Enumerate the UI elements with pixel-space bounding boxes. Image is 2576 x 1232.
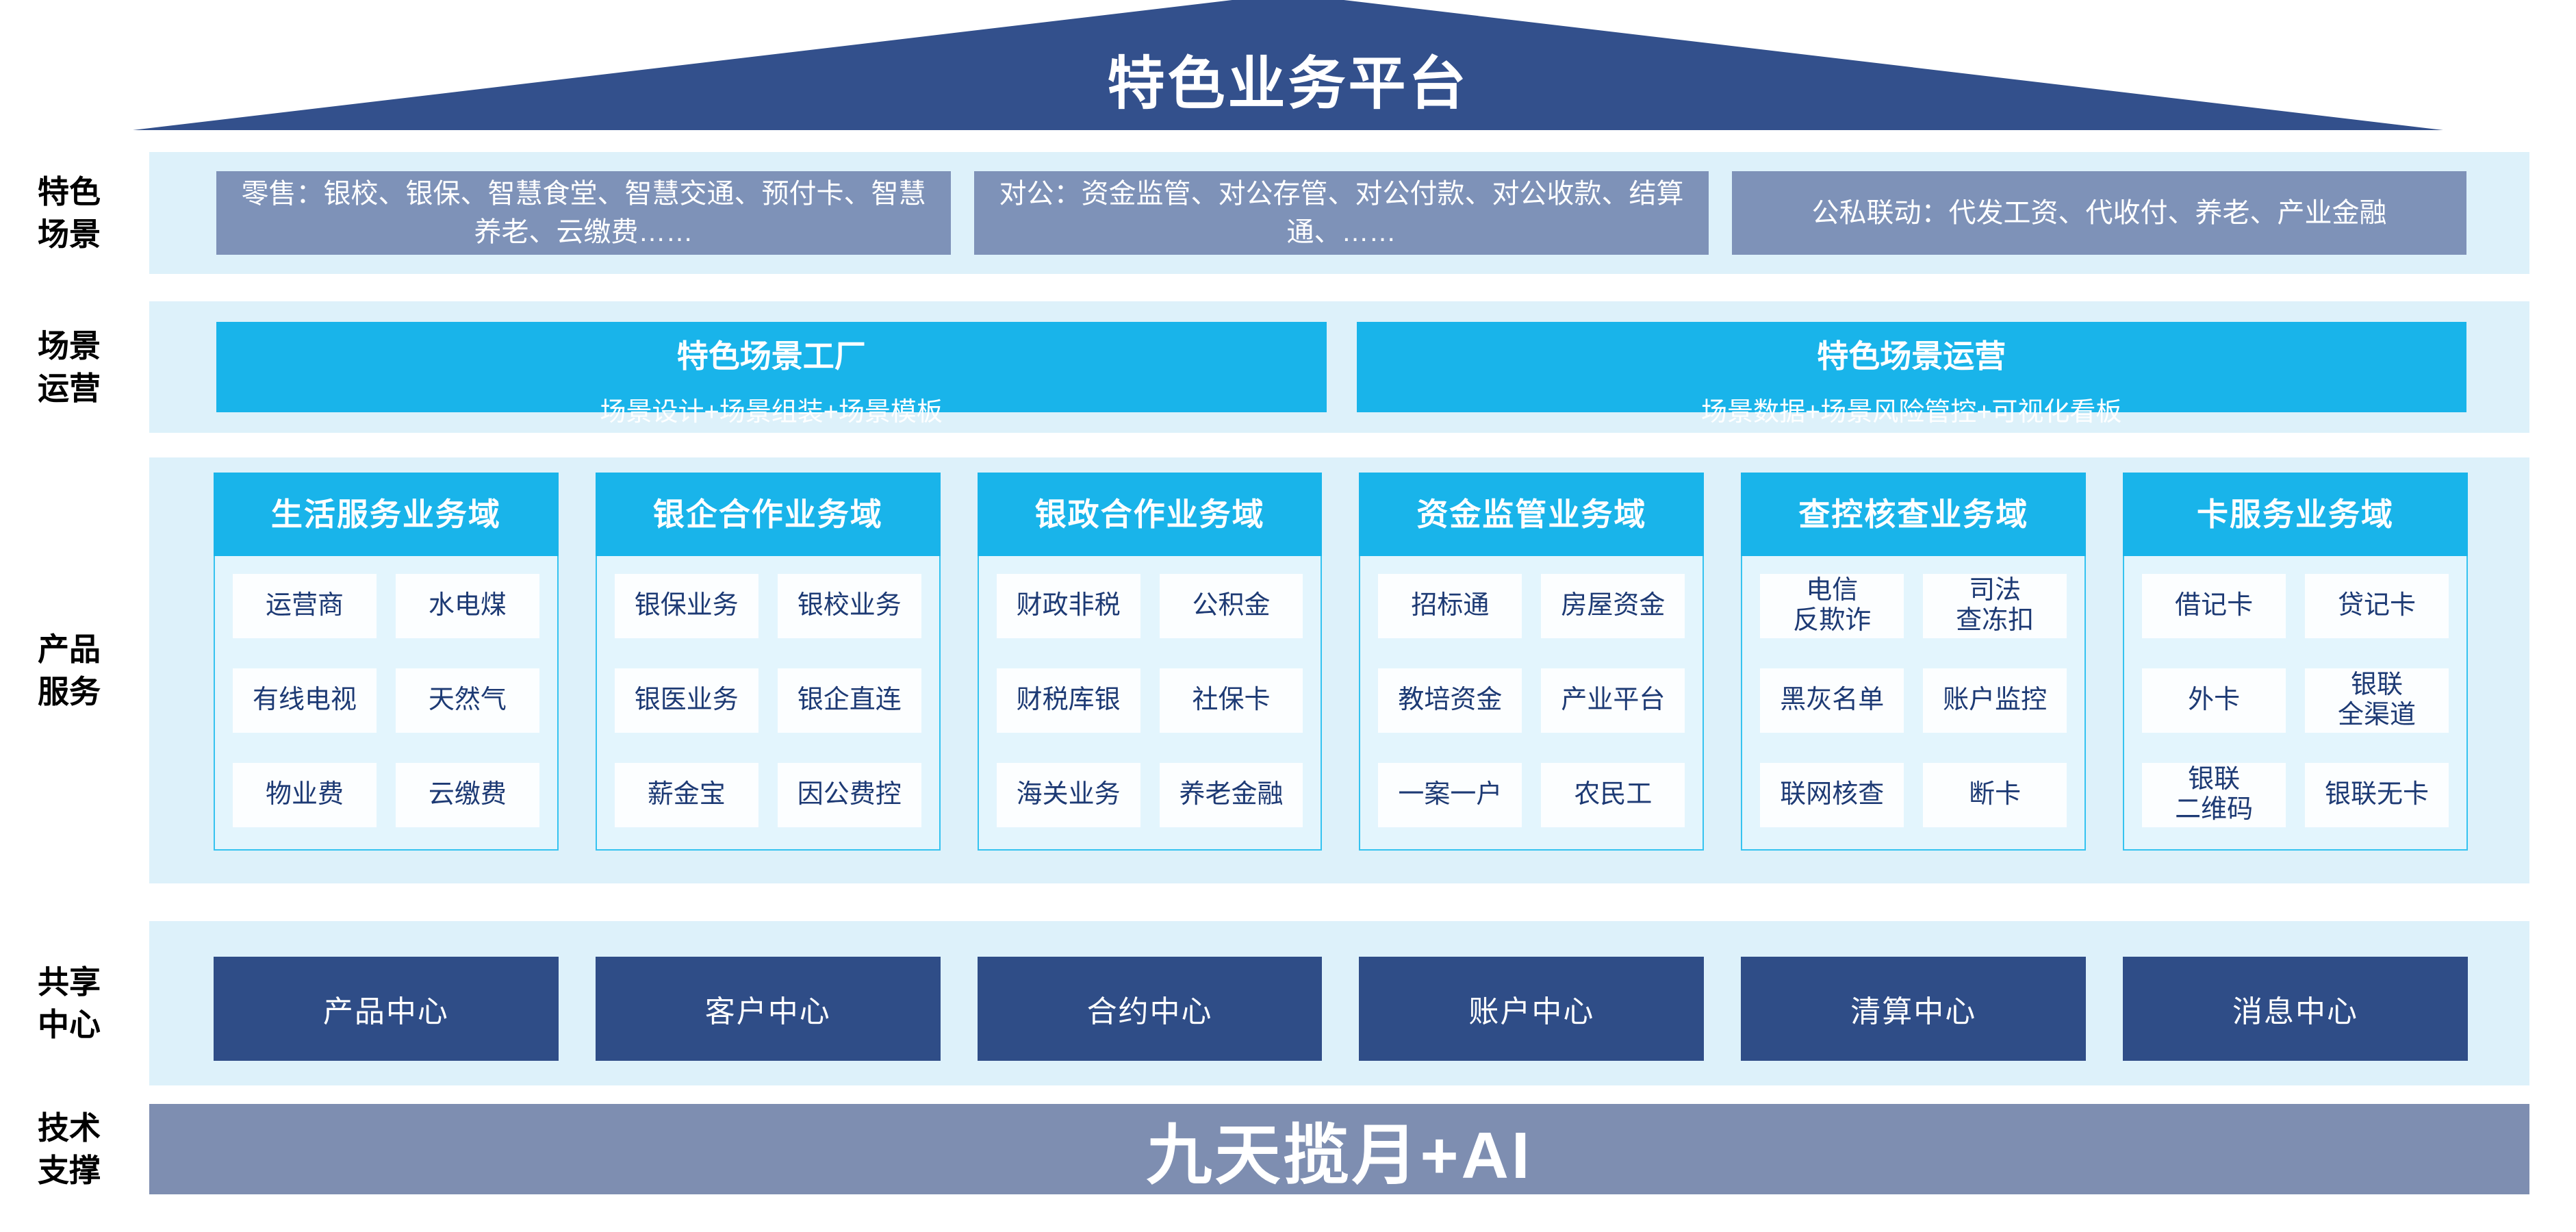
product-column-body: 招标通房屋资金教培资金产业平台一案一户农民工 xyxy=(1359,556,1705,851)
scenarios-band: 零售：银校、银保、智慧食堂、智慧交通、预付卡、智慧养老、云缴费…… 对公：资金监管… xyxy=(149,152,2529,274)
products-band: 生活服务业务域运营商水电煤有线电视天然气物业费云缴费银企合作业务域银保业务银校业… xyxy=(149,457,2529,883)
product-column-1: 生活服务业务域运营商水电煤有线电视天然气物业费云缴费 xyxy=(214,473,559,851)
platform-title: 特色业务平台 xyxy=(1107,51,1469,116)
product-column-3: 银政合作业务域财政非税公积金财税库银社保卡海关业务养老金融 xyxy=(977,473,1323,851)
product-item: 薪金宝 xyxy=(614,763,758,827)
product-item: 银联 二维码 xyxy=(2142,763,2286,827)
product-item: 招标通 xyxy=(1378,574,1522,638)
row-label-operations: 场景 运营 xyxy=(38,327,101,406)
product-column-header: 卡服务业务域 xyxy=(2123,473,2468,556)
shared-center-box-1: 产品中心 xyxy=(214,957,559,1061)
product-item: 云缴费 xyxy=(395,763,539,827)
product-item: 运营商 xyxy=(233,574,377,638)
product-item: 产业平台 xyxy=(1541,668,1685,733)
product-item: 教培资金 xyxy=(1378,668,1522,733)
product-item: 社保卡 xyxy=(1159,668,1303,733)
product-item: 一案一户 xyxy=(1378,763,1522,827)
product-item: 财政非税 xyxy=(996,574,1140,638)
product-item: 物业费 xyxy=(233,763,377,827)
product-column-5: 查控核查业务域电信 反欺诈司法 查冻扣黑灰名单账户监控联网核查断卡 xyxy=(1741,473,2087,851)
product-item: 银保业务 xyxy=(614,574,758,638)
product-item: 贷记卡 xyxy=(2305,574,2449,638)
shared-center-box-2: 客户中心 xyxy=(595,957,941,1061)
product-item: 养老金融 xyxy=(1159,763,1303,827)
product-item: 银联无卡 xyxy=(2305,763,2449,827)
scenario-box-3: 公私联动：代发工资、代收付、养老、产业金融 xyxy=(1732,171,2466,255)
product-item: 财税库银 xyxy=(996,668,1140,733)
product-item: 断卡 xyxy=(1923,763,2067,827)
row-label-centers: 共享 中心 xyxy=(38,964,101,1042)
product-item: 黑灰名单 xyxy=(1760,668,1904,733)
product-item: 有线电视 xyxy=(233,668,377,733)
product-item: 天然气 xyxy=(395,668,539,733)
product-item: 银企直连 xyxy=(777,668,921,733)
product-item: 银医业务 xyxy=(614,668,758,733)
roof-banner: 特色业务平台 xyxy=(133,0,2443,130)
product-column-4: 资金监管业务域招标通房屋资金教培资金产业平台一案一户农民工 xyxy=(1359,473,1705,851)
product-item: 海关业务 xyxy=(996,763,1140,827)
product-column-body: 电信 反欺诈司法 查冻扣黑灰名单账户监控联网核查断卡 xyxy=(1741,556,2087,851)
product-column-body: 借记卡贷记卡外卡银联 全渠道银联 二维码银联无卡 xyxy=(2123,556,2468,851)
product-item: 水电煤 xyxy=(395,574,539,638)
product-column-header: 资金监管业务域 xyxy=(1359,473,1705,556)
shared-center-box-6: 消息中心 xyxy=(2123,957,2468,1061)
product-item: 银联 全渠道 xyxy=(2305,668,2449,733)
row-label-scenarios: 特色 场景 xyxy=(38,173,101,252)
product-column-body: 银保业务银校业务银医业务银企直连薪金宝因公费控 xyxy=(595,556,941,851)
product-item: 房屋资金 xyxy=(1541,574,1685,638)
product-item: 因公费控 xyxy=(777,763,921,827)
scenario-box-1: 零售：银校、银保、智慧食堂、智慧交通、预付卡、智慧养老、云缴费…… xyxy=(216,171,951,255)
row-label-products: 产品 服务 xyxy=(38,631,101,709)
operation-title: 特色场景运营 xyxy=(1817,338,2006,374)
tech-support-bar: 九天揽月+AI xyxy=(149,1104,2529,1194)
product-item: 银校业务 xyxy=(777,574,921,638)
product-column-2: 银企合作业务域银保业务银校业务银医业务银企直连薪金宝因公费控 xyxy=(595,473,941,851)
tech-banner-text: 九天揽月+AI xyxy=(1146,1118,1533,1192)
row-label-tech: 技术 支撑 xyxy=(38,1109,101,1188)
product-item: 联网核查 xyxy=(1760,763,1904,827)
product-column-6: 卡服务业务域借记卡贷记卡外卡银联 全渠道银联 二维码银联无卡 xyxy=(2123,473,2468,851)
product-column-header: 生活服务业务域 xyxy=(214,473,559,556)
operation-subtitle: 场景设计+场景组装+场景模板 xyxy=(600,398,943,427)
operation-subtitle: 场景数据+场景风险管控+可视化看板 xyxy=(1701,398,2122,427)
operation-box-1: 特色场景工厂场景设计+场景组装+场景模板 xyxy=(216,322,1327,427)
product-column-header: 银政合作业务域 xyxy=(977,473,1323,556)
scenario-box-2: 对公：资金监管、对公存管、对公付款、对公收款、结算通、…… xyxy=(974,171,1709,255)
product-item: 外卡 xyxy=(2142,668,2286,733)
shared-center-box-5: 清算中心 xyxy=(1741,957,2087,1061)
product-column-body: 财政非税公积金财税库银社保卡海关业务养老金融 xyxy=(977,556,1323,851)
operation-title: 特色场景工厂 xyxy=(676,338,866,374)
operations-band: 特色场景工厂场景设计+场景组装+场景模板特色场景运营场景数据+场景风险管控+可视… xyxy=(149,301,2529,433)
product-item: 账户监控 xyxy=(1923,668,2067,733)
shared-center-box-3: 合约中心 xyxy=(977,957,1323,1061)
product-column-body: 运营商水电煤有线电视天然气物业费云缴费 xyxy=(214,556,559,851)
product-item: 借记卡 xyxy=(2142,574,2286,638)
product-column-header: 查控核查业务域 xyxy=(1741,473,2087,556)
product-column-header: 银企合作业务域 xyxy=(595,473,941,556)
operation-box-2: 特色场景运营场景数据+场景风险管控+可视化看板 xyxy=(1356,322,2466,427)
product-item: 公积金 xyxy=(1159,574,1303,638)
product-item: 司法 查冻扣 xyxy=(1923,574,2067,638)
shared-center-box-4: 账户中心 xyxy=(1359,957,1705,1061)
centers-band: 产品中心客户中心合约中心账户中心清算中心消息中心 xyxy=(149,921,2529,1085)
product-item: 电信 反欺诈 xyxy=(1760,574,1904,638)
product-item: 农民工 xyxy=(1541,763,1685,827)
